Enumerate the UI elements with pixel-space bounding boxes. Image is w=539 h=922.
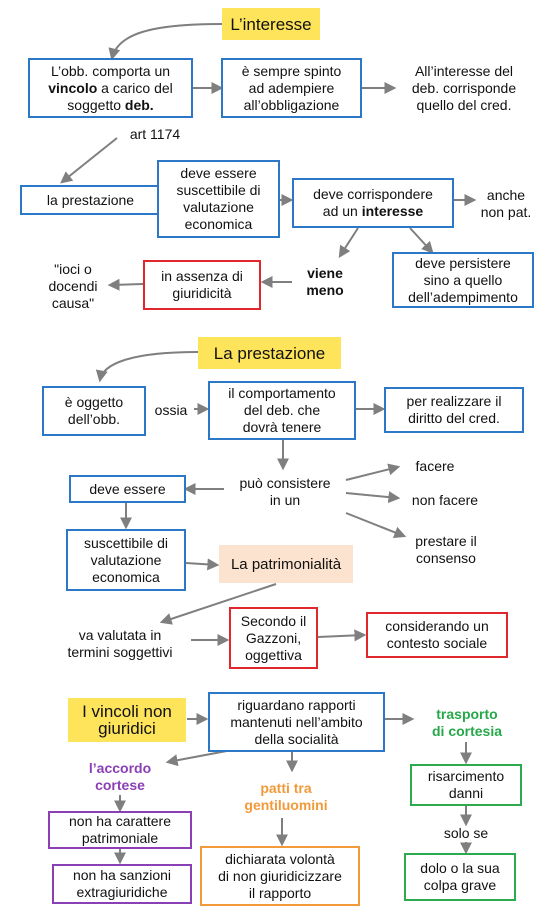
arrow-consistere-to-nonfacere xyxy=(345,491,401,504)
node-carattere-patrimoniale: non ha carattere patrimoniale xyxy=(48,811,192,849)
node-anche-non-pat: anche non pat. xyxy=(480,187,532,220)
arrow-riguardano-to-accordo xyxy=(165,749,233,767)
section-title-prestazione: La prestazione xyxy=(198,337,341,369)
node-contesto-sociale: considerando un contesto sociale xyxy=(366,612,508,658)
node-valutata-soggettivi: va valutata in termini soggettivi xyxy=(67,627,173,660)
obb-text-c: a carico del soggetto xyxy=(67,79,173,113)
obb-text-vincolo: vincolo xyxy=(48,79,98,96)
node-viene-meno: viene meno xyxy=(306,265,344,298)
node-riguardano-rapporti: riguardano rapporti mantenuti nell’ambit… xyxy=(208,692,385,752)
node-assenza-giuridicita: in assenza di giuridicità xyxy=(143,260,261,310)
node-all-interesse: All’interesse del deb. corrisponde quell… xyxy=(411,62,517,113)
node-deve-persistere: deve persistere sino a quello dell’ademp… xyxy=(392,252,534,308)
section-title-interesse: L’interesse xyxy=(222,8,320,40)
label-ossia: ossia xyxy=(154,401,188,418)
section-title-vincoli: I vincoli non giuridici xyxy=(68,698,186,742)
node-obbligazione: L’obb. comporta un vincolo a carico del … xyxy=(28,58,193,118)
arrow-art-to-prestazione xyxy=(60,137,118,184)
label-art-1174: art 1174 xyxy=(129,125,181,142)
node-risarcimento-danni: risarcimento danni xyxy=(410,764,522,806)
corr-text-interesse: interesse xyxy=(361,203,424,219)
node-puo-consistere: può consistere in un xyxy=(239,475,331,508)
node-patti-gentiluomini: patti tra gentiluomini xyxy=(244,780,328,813)
arrow-prestazione-to-oggetto xyxy=(95,351,199,383)
node-la-prestazione: la prestazione xyxy=(20,185,161,215)
node-facere: facere xyxy=(415,457,455,474)
label-solo-se: solo se xyxy=(443,824,489,841)
arrow-corrispondere-to-viene xyxy=(338,227,359,259)
node-dichiarata-volonta: dichiarata volontà di non giuridicizzare… xyxy=(200,846,360,906)
arrow-suscettibile-to-patrimonialita xyxy=(185,558,220,571)
obb-text-a: L’obb. comporta un xyxy=(50,62,171,79)
arrow-patrimonialita-to-valutata xyxy=(159,583,277,625)
node-realizzare-diritto: per realizzare il diritto del cred. xyxy=(384,387,524,433)
obb-text-deb: deb. xyxy=(124,96,154,113)
node-dolo-colpa-grave: dolo o la sua colpa grave xyxy=(404,853,516,901)
arrow-gazzoni-to-contesto xyxy=(317,629,367,642)
node-comportamento-deb: il comportamento del deb. che dovrà tene… xyxy=(208,381,356,440)
node-suscettibile-valutazione: deve essere suscettibile di valutazione … xyxy=(157,160,280,238)
node-sempre-spinto: è sempre spinto ad adempiere all’obbliga… xyxy=(221,58,362,118)
corr-text-a: deve corrispondere ad un xyxy=(313,186,433,219)
arrow-interesse-to-obb xyxy=(108,23,223,61)
node-suscettibile-2: suscettibile di valutazione economica xyxy=(66,529,186,591)
arrow-corrispondere-to-persistere xyxy=(409,227,434,254)
node-oggetto-obb: è oggetto dell’obb. xyxy=(42,386,146,436)
node-accordo-cortese: l’accordo cortese xyxy=(88,760,152,793)
arrow-consistere-to-facere xyxy=(345,463,401,481)
node-deve-corrispondere: deve corrispondere ad un interesse xyxy=(292,178,454,228)
arrow-assenza-to-ioci xyxy=(107,278,144,291)
node-non-facere: non facere xyxy=(411,491,479,508)
node-prestare-consenso: prestare il consenso xyxy=(415,533,477,566)
node-ioci-docendi-causa: "ioci o docendi causa" xyxy=(48,260,98,311)
node-sanzioni-extragiuridiche: non ha sanzioni extragiuridiche xyxy=(52,864,192,904)
arrow-consistere-to-prestare xyxy=(345,512,407,539)
node-gazzoni-oggettiva: Secondo il Gazzoni, oggettiva xyxy=(229,607,318,669)
node-patrimonialita: La patrimonialità xyxy=(219,545,353,583)
node-trasporto-cortesia: trasporto di cortesia xyxy=(431,706,503,739)
node-deve-essere: deve essere xyxy=(69,475,186,503)
